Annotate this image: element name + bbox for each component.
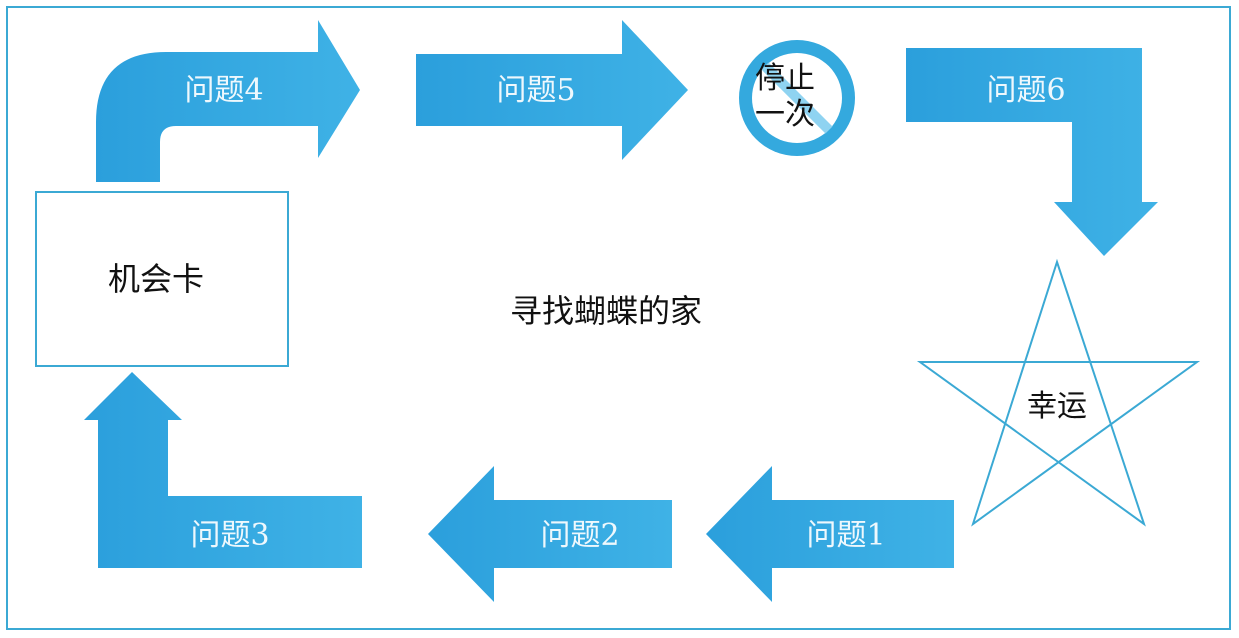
- question-3-label: 问题3: [190, 518, 269, 553]
- question-3-arrow: [84, 372, 362, 568]
- chance-card-space[interactable]: 机会卡: [35, 191, 289, 367]
- question-2-arrow: [428, 466, 672, 602]
- question-3-space[interactable]: 问题3: [84, 372, 362, 568]
- question-4-label: 问题4: [184, 73, 263, 108]
- board-title: 寻找蝴蝶的家: [510, 292, 702, 330]
- board-frame: [6, 6, 1231, 630]
- stop-once-space[interactable]: 停止 一次: [739, 40, 855, 156]
- stop-once-line1: 停止: [755, 61, 815, 96]
- question-6-space[interactable]: 问题6: [906, 48, 1158, 256]
- question-1-space[interactable]: 问题1: [706, 466, 954, 602]
- lucky-label: 幸运: [1027, 389, 1087, 424]
- question-2-space[interactable]: 问题2: [428, 466, 672, 602]
- chance-card-label: 机会卡: [108, 260, 204, 298]
- question-6-label: 问题6: [986, 73, 1065, 108]
- question-5-arrow: [416, 20, 688, 160]
- lucky-space[interactable]: 幸运: [916, 258, 1201, 527]
- question-5-label: 问题5: [496, 73, 575, 108]
- question-2-label: 问题2: [540, 518, 619, 553]
- question-4-space[interactable]: 问题4: [96, 20, 360, 182]
- stop-once-line2: 一次: [755, 97, 815, 132]
- question-6-arrow: [906, 48, 1158, 256]
- stop-sign-slash: [761, 62, 833, 134]
- chance-card-box: [35, 191, 289, 367]
- question-4-arrow: [96, 20, 360, 182]
- question-5-space[interactable]: 问题5: [416, 20, 688, 160]
- question-1-label: 问题1: [806, 518, 885, 553]
- question-1-arrow: [706, 466, 954, 602]
- star-icon: [916, 258, 1201, 527]
